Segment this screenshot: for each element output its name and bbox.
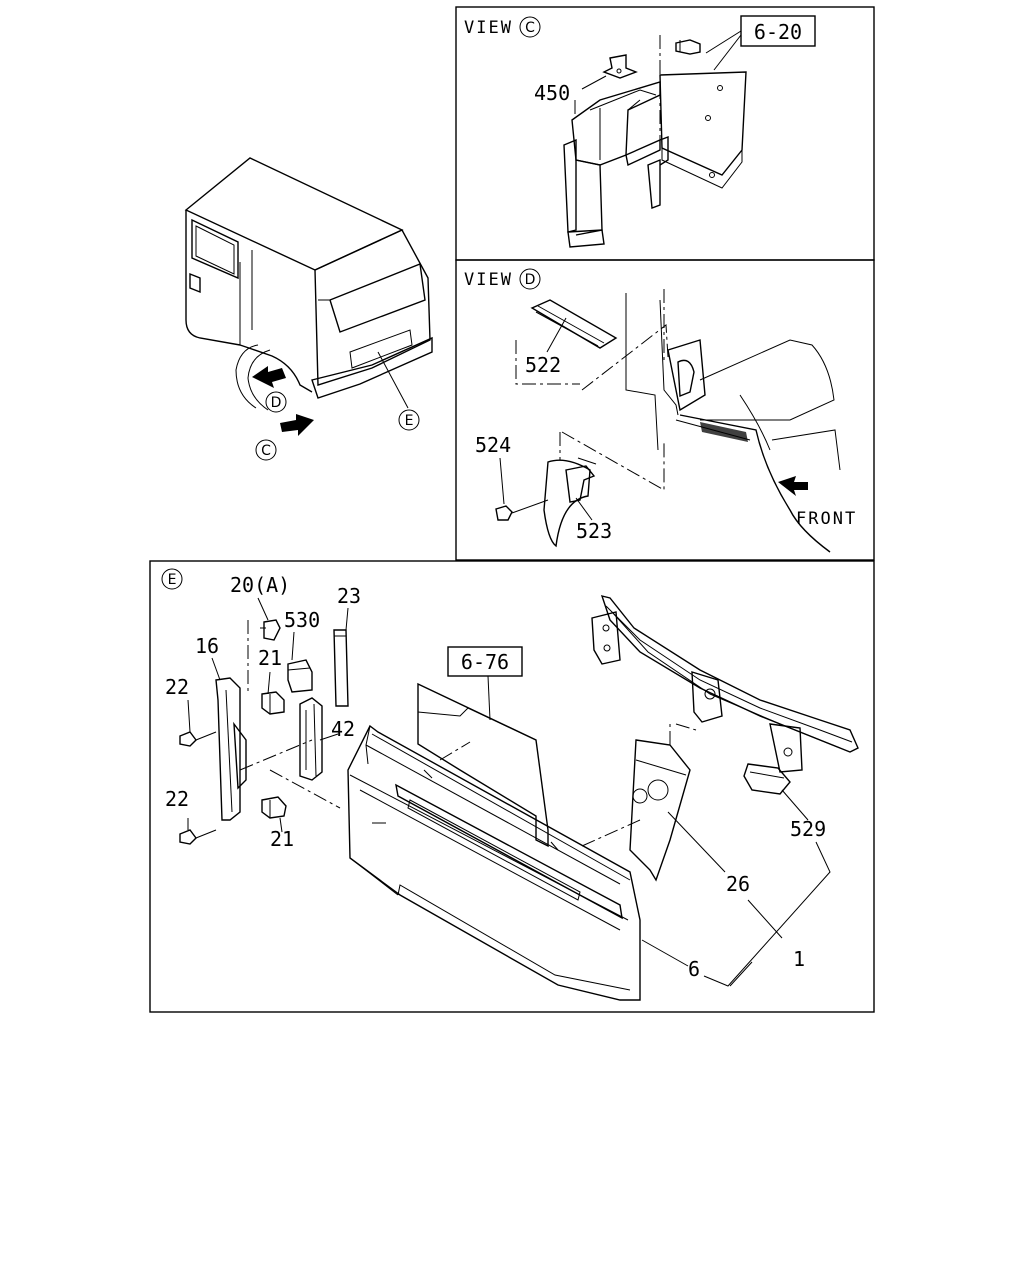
overview-marker-d: D [271, 395, 282, 411]
view-d-marker: D [525, 272, 536, 288]
view-c-marker: C [525, 20, 535, 36]
overview-marker-c: C [261, 443, 271, 459]
view-d-frame [455, 259, 875, 561]
part-label-26: 26 [726, 872, 750, 896]
detail-e-marker-circle [161, 568, 183, 590]
part-label-20a: 20(A) [230, 573, 290, 597]
part-label-21-top: 21 [258, 646, 282, 670]
part-label-522: 522 [525, 353, 561, 377]
truck-overview [184, 157, 433, 461]
ref-label-6-20: 6-20 [754, 20, 802, 44]
view-c-frame [455, 6, 875, 261]
detail-e-frame [149, 560, 875, 1013]
part-label-1: 1 [793, 947, 805, 971]
overview-marker-e: E [405, 413, 414, 429]
part-label-530: 530 [284, 608, 320, 632]
view-d-marker-circle [519, 268, 541, 290]
detail-e-marker: E [168, 572, 177, 588]
part-label-21-bottom: 21 [270, 827, 294, 851]
part-label-524: 524 [475, 433, 511, 457]
part-label-523: 523 [576, 519, 612, 543]
front-direction-label: FRONT [796, 509, 857, 529]
ref-label-6-76: 6-76 [461, 650, 509, 674]
part-label-22-bottom: 22 [165, 787, 189, 811]
detail-e-grille-drawing [179, 595, 859, 1001]
view-c-bracket-drawing [563, 30, 747, 248]
view-c-marker-circle [519, 16, 541, 38]
view-d-title: VIEW [464, 270, 513, 290]
part-label-450: 450 [534, 81, 570, 105]
view-d-step-drawing [495, 289, 841, 553]
part-label-6: 6 [688, 957, 700, 981]
part-label-22-top: 22 [165, 675, 189, 699]
part-label-529: 529 [790, 817, 826, 841]
part-label-16: 16 [195, 634, 219, 658]
view-c-title: VIEW [464, 18, 513, 38]
part-label-42: 42 [331, 717, 355, 741]
ref-box-6-76 [447, 646, 523, 677]
part-label-23: 23 [337, 584, 361, 608]
